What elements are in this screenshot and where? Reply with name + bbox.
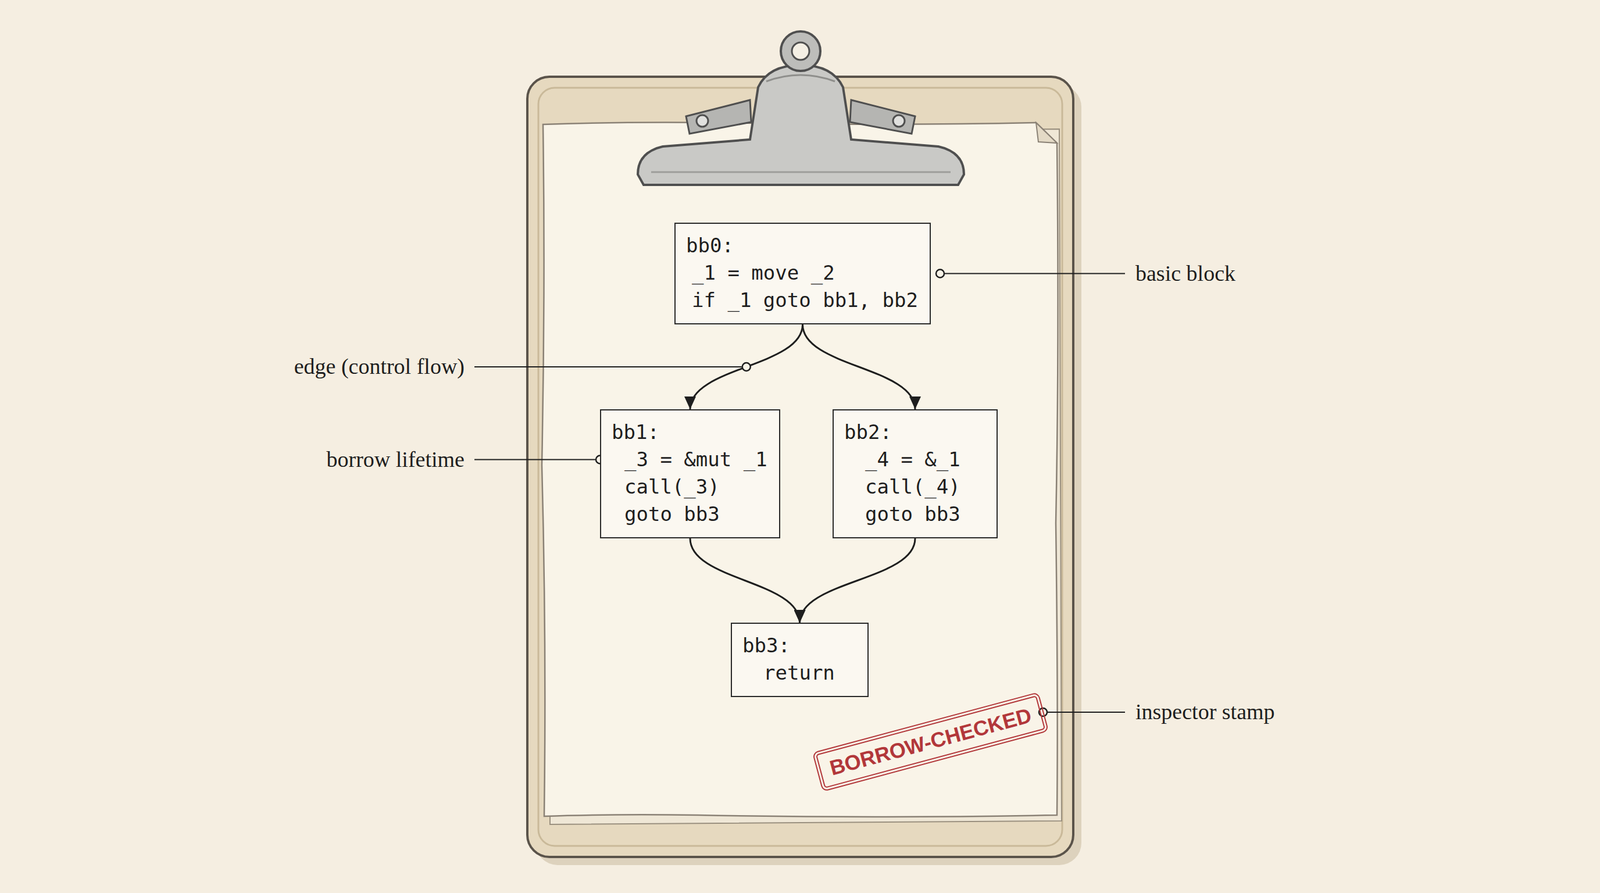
- control-flow-edge: [690, 538, 800, 623]
- clip-edge: [651, 171, 951, 174]
- leader-line: [1047, 711, 1125, 713]
- clip-body: [637, 65, 964, 185]
- paper-sheet: [541, 122, 1059, 817]
- basic-block: bb2:_4 = &_1call(_4)goto bb3: [832, 409, 998, 539]
- clip-hinge: [850, 100, 916, 134]
- leader-dot: [936, 269, 945, 278]
- callout-label: inspector stamp: [1135, 698, 1275, 725]
- leader-dot: [742, 362, 751, 371]
- mir-statement: call(_4): [844, 473, 987, 501]
- control-flow-edge: [802, 324, 916, 410]
- callout-label: basic block: [1135, 260, 1236, 287]
- leader-line: [474, 366, 742, 368]
- mir-statement: goto bb3: [844, 500, 987, 528]
- hinge-rivet: [893, 115, 905, 127]
- mir-statement: call(_3): [611, 473, 769, 501]
- mir-statement: _4 = &_1: [844, 445, 987, 474]
- leader-dot: [1038, 708, 1048, 717]
- leader-line: [474, 458, 596, 460]
- mir-statement: goto bb3: [611, 500, 769, 528]
- board-shadow: [535, 84, 1082, 866]
- control-flow-edge: [800, 538, 916, 623]
- basic-block: bb1:_3 = &mut _1call(_3)goto bb3: [600, 409, 781, 539]
- leader-line: [944, 272, 1125, 274]
- block-label: bb1:: [611, 418, 769, 446]
- clip-ring: [780, 31, 821, 71]
- clip-ridge: [766, 75, 835, 82]
- clipboard-board: [527, 76, 1074, 857]
- hinge-rivet: [696, 115, 709, 127]
- basic-block: bb3:return: [730, 622, 869, 698]
- mir-statement: _1 = move _2: [686, 259, 920, 287]
- mir-statement: _3 = &mut _1: [611, 445, 769, 474]
- board-bevel: [538, 87, 1063, 846]
- stamp-text: BORROW-CHECKED: [826, 702, 1034, 782]
- callout-label: edge (control flow): [294, 353, 465, 380]
- inspector-stamp: BORROW-CHECKED: [811, 691, 1049, 792]
- page-curl: [1036, 122, 1057, 144]
- clip-hole: [791, 42, 810, 60]
- basic-block: bb0:_1 = move _2if _1 goto bb1, bb2: [674, 222, 931, 325]
- callout-label: borrow lifetime: [326, 446, 465, 473]
- clip-hinge: [686, 100, 752, 134]
- block-label: bb2:: [844, 418, 987, 446]
- block-label: bb3:: [742, 631, 857, 660]
- mir-statement: return: [742, 659, 857, 687]
- mir-statement: if _1 goto bb1, bb2: [686, 286, 920, 314]
- block-label: bb0:: [686, 231, 920, 260]
